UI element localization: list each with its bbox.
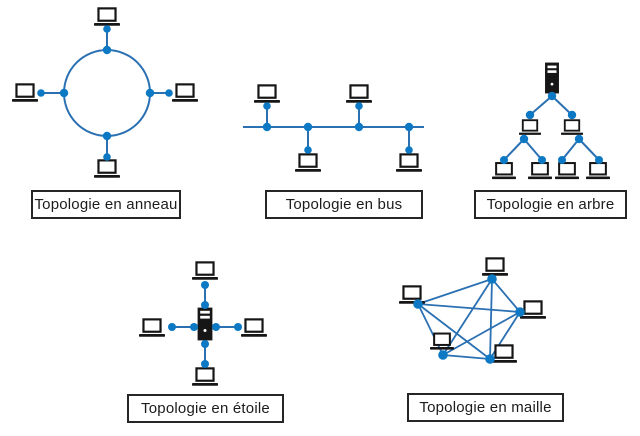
connection-node-dot <box>404 122 414 132</box>
connection-node-dot <box>201 340 209 348</box>
laptop-icon <box>295 153 321 173</box>
ring-cable <box>63 49 151 137</box>
server-icon <box>545 62 559 94</box>
laptop-icon <box>94 7 120 27</box>
laptop-icon <box>139 318 165 338</box>
laptop-icon <box>430 332 454 351</box>
connection-node-dot <box>558 156 566 164</box>
label-mesh-text: Topologie en maille <box>419 399 552 416</box>
label-ring-topology: Topologie en anneau <box>31 190 181 219</box>
network-link <box>442 278 493 356</box>
connection-node-dot <box>438 350 448 360</box>
connection-node-dot <box>190 323 198 331</box>
laptop-icon <box>192 367 218 387</box>
connection-node-dot <box>102 45 112 55</box>
laptop-icon <box>491 344 517 364</box>
connection-node-dot <box>413 299 423 309</box>
bus-topology-diagram <box>243 84 424 173</box>
connection-node-dot <box>212 323 220 331</box>
laptop-icon <box>492 162 516 180</box>
label-bus-topology: Topologie en bus <box>265 190 423 219</box>
connection-node-dot <box>263 102 271 110</box>
connection-node-dot <box>354 122 364 132</box>
label-tree-text: Topologie en arbre <box>486 196 615 213</box>
connection-node-dot <box>525 110 535 120</box>
connection-node-dot <box>103 153 111 161</box>
laptop-icon <box>586 162 610 180</box>
network-link <box>417 278 493 305</box>
connection-node-dot <box>262 122 272 132</box>
laptop-icon <box>172 83 198 103</box>
label-star-text: Topologie en étoile <box>141 400 270 417</box>
laptop-icon <box>346 84 372 104</box>
connection-node-dot <box>355 102 363 110</box>
connection-node-dot <box>201 360 209 368</box>
connection-node-dot <box>487 274 497 284</box>
connection-node-dot <box>37 89 45 97</box>
connection-node-dot <box>201 281 209 289</box>
connection-node-dot <box>59 88 69 98</box>
connection-node-dot <box>595 156 603 164</box>
ring-topology-diagram <box>12 7 198 179</box>
network-link <box>417 303 444 356</box>
mesh-topology-diagram <box>399 257 546 364</box>
connection-node-dot <box>538 156 546 164</box>
connection-node-dot <box>103 25 111 33</box>
network-link <box>503 138 525 161</box>
label-ring-text: Topologie en anneau <box>34 196 178 213</box>
laptop-icon <box>241 318 267 338</box>
connection-node-dot <box>405 146 413 154</box>
laptop-icon <box>519 119 541 136</box>
label-tree-topology: Topologie en arbre <box>474 190 627 219</box>
network-link <box>442 354 491 360</box>
network-link <box>523 138 543 161</box>
connection-node-dot <box>547 91 557 101</box>
laptop-icon <box>561 119 583 136</box>
connection-node-dot <box>234 323 242 331</box>
label-mesh-topology: Topologie en maille <box>407 393 564 422</box>
laptop-icon <box>396 153 422 173</box>
connection-node-dot <box>168 323 176 331</box>
network-link <box>561 138 580 161</box>
label-bus-text: Topologie en bus <box>285 196 403 213</box>
laptop-icon <box>482 257 508 277</box>
network-link <box>417 303 521 313</box>
connection-node-dot <box>145 88 155 98</box>
network-link <box>578 138 600 161</box>
laptop-icon <box>94 159 120 179</box>
connection-node-dot <box>567 110 577 120</box>
network-link <box>529 95 553 116</box>
laptop-icon <box>528 162 552 180</box>
laptop-icon <box>192 261 218 281</box>
network-link <box>442 311 521 356</box>
server-icon <box>197 307 213 341</box>
star-topology-diagram <box>139 261 267 387</box>
network-link <box>491 278 521 313</box>
connection-node-dot <box>519 134 529 144</box>
network-link <box>551 95 573 116</box>
connection-node-dot <box>574 134 584 144</box>
connection-node-dot <box>500 156 508 164</box>
laptop-icon <box>12 83 38 103</box>
label-star-topology: Topologie en étoile <box>127 394 284 423</box>
connection-node-dot <box>515 307 525 317</box>
tree-topology-diagram <box>492 62 610 180</box>
connection-node-dot <box>201 301 209 309</box>
network-link <box>489 278 493 360</box>
connection-node-dot <box>303 122 313 132</box>
network-link <box>417 303 491 360</box>
connection-node-dot <box>165 89 173 97</box>
laptop-icon <box>555 162 579 180</box>
laptop-icon <box>254 84 280 104</box>
connection-node-dot <box>304 146 312 154</box>
connection-node-dot <box>485 354 495 364</box>
connection-node-dot <box>102 131 112 141</box>
